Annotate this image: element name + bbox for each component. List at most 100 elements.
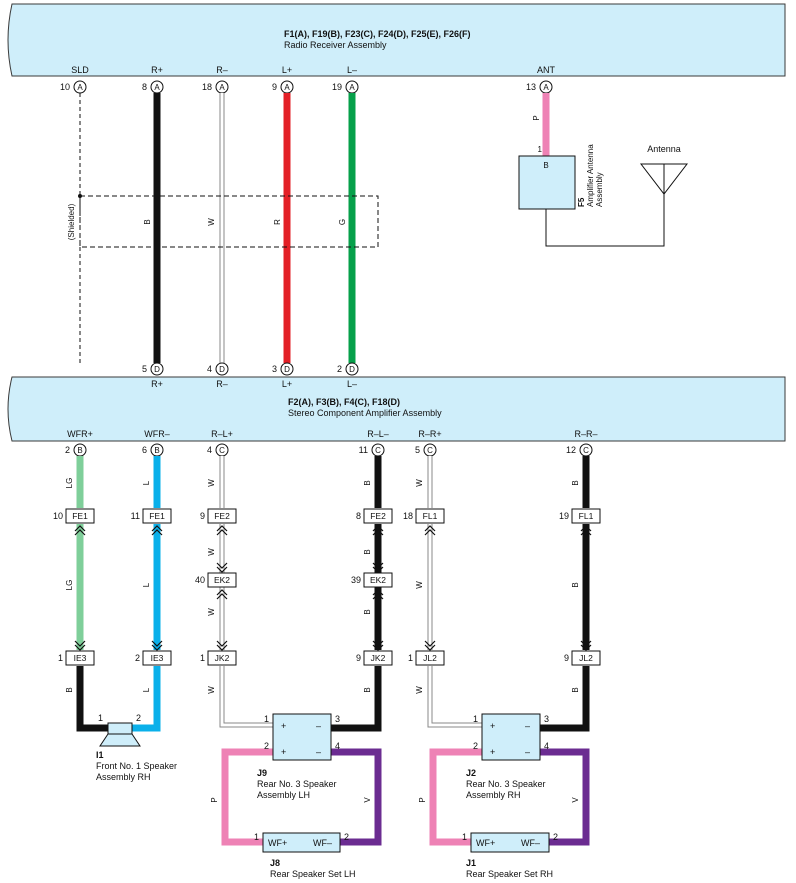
junction-num: 19 bbox=[559, 511, 569, 521]
wire-color-label: B bbox=[571, 687, 580, 692]
pin-label: L– bbox=[347, 379, 357, 389]
chevron-down-icon bbox=[151, 640, 163, 651]
wire-white-group bbox=[427, 456, 482, 728]
pin-label: R–L+ bbox=[211, 429, 233, 439]
wire-color-label: W bbox=[207, 479, 216, 487]
wire-color-label: L bbox=[142, 687, 151, 692]
pin-num: 2 bbox=[344, 832, 349, 842]
chevron-up-icon bbox=[74, 525, 86, 536]
pin-num: 3 bbox=[272, 364, 277, 374]
pin-letter: A bbox=[543, 83, 549, 92]
speaker-name: Rear Speaker Set RH bbox=[466, 869, 553, 879]
chevron-up-icon bbox=[424, 525, 436, 536]
pin-num: 4 bbox=[335, 741, 340, 751]
speaker-code: J8 bbox=[270, 858, 280, 868]
speaker-set-box bbox=[470, 832, 550, 853]
pin-label: WFR– bbox=[144, 429, 170, 439]
wire-color-label: B bbox=[363, 609, 372, 614]
junction-num: 9 bbox=[200, 511, 205, 521]
speaker-box bbox=[481, 713, 541, 761]
junction-code: JK2 bbox=[215, 653, 230, 663]
pin-num: 6 bbox=[142, 445, 147, 455]
pin-num: 4 bbox=[544, 741, 549, 751]
polarity: + bbox=[490, 721, 495, 731]
wire-color-label: B bbox=[363, 549, 372, 554]
polarity: – bbox=[316, 747, 321, 757]
junction-connectors: 10 FE1 11 FE1 9 FE2 8 FE2 18 FL1 19 FL1 … bbox=[53, 508, 601, 666]
wire-pink bbox=[429, 748, 482, 846]
pin-letter: B bbox=[543, 161, 548, 170]
junction-box bbox=[571, 650, 601, 666]
chevron-up-icon bbox=[372, 525, 384, 536]
chevron-down-icon bbox=[216, 562, 228, 573]
wire-color-label: P bbox=[418, 797, 427, 802]
speaker-icon bbox=[107, 722, 133, 735]
pin-circle bbox=[280, 362, 294, 376]
pin-label: R– bbox=[216, 379, 228, 389]
pin-num: 4 bbox=[207, 364, 212, 374]
polarity: + bbox=[490, 747, 495, 757]
pin-letter: A bbox=[219, 83, 225, 92]
junction-num: 8 bbox=[356, 511, 361, 521]
chevron-down-icon bbox=[372, 640, 384, 651]
speaker-set-j1: 1 2 WF+ WF– J1 Rear Speaker Set RH bbox=[462, 832, 558, 879]
pin-num: 5 bbox=[415, 445, 420, 455]
amplifier-panel: R+ R– L+ L– F2(A), F3(B), F4(C), F18(D) … bbox=[7, 376, 786, 442]
pin-label-ant: ANT bbox=[537, 65, 556, 75]
junction-box bbox=[415, 650, 445, 666]
junction-box bbox=[207, 572, 237, 588]
speaker-name: Assembly RH bbox=[96, 772, 151, 782]
shield-box bbox=[79, 195, 379, 248]
junction-box bbox=[207, 508, 237, 524]
junction-box bbox=[363, 650, 393, 666]
pin-label: WFR+ bbox=[67, 429, 93, 439]
shield-label: (Shielded) bbox=[67, 203, 76, 240]
pin-num: 18 bbox=[202, 82, 212, 92]
wire-white-group bbox=[219, 456, 273, 728]
pin-num: 10 bbox=[60, 82, 70, 92]
pin-num: 2 bbox=[136, 713, 141, 723]
junction-code: FE2 bbox=[214, 511, 230, 521]
junction-code: EK2 bbox=[370, 575, 386, 585]
wire-color-label: B bbox=[363, 687, 372, 692]
junction-box bbox=[65, 650, 95, 666]
pin-circle bbox=[215, 362, 229, 376]
pin-num: 2 bbox=[473, 741, 478, 751]
wire-color-label: W bbox=[415, 686, 424, 694]
pin-circle bbox=[150, 362, 164, 376]
wire-black bbox=[331, 666, 382, 732]
speaker-name: Front No. 1 Speaker bbox=[96, 761, 177, 771]
chevron-down-icon bbox=[424, 640, 436, 651]
junction-num: 40 bbox=[195, 575, 205, 585]
pin-num: 13 bbox=[526, 82, 536, 92]
wire-violet bbox=[540, 748, 590, 846]
pin-letter: C bbox=[219, 446, 225, 455]
pin-num: 2 bbox=[553, 832, 558, 842]
speaker-set-j8: 1 2 WF+ WF– J8 Rear Speaker Set LH bbox=[254, 832, 356, 879]
junction-code: JL2 bbox=[579, 653, 593, 663]
junction-num: 2 bbox=[135, 653, 140, 663]
junction-code: JL2 bbox=[423, 653, 437, 663]
speaker-code: J1 bbox=[466, 858, 476, 868]
junction-num: 1 bbox=[58, 653, 63, 663]
pin-label: R–R– bbox=[574, 429, 597, 439]
pin-letter: D bbox=[219, 365, 225, 374]
polarity: + bbox=[281, 747, 286, 757]
wire-pink bbox=[221, 748, 273, 846]
junction-box bbox=[142, 650, 172, 666]
pin-label-sld: SLD bbox=[71, 65, 89, 75]
wire-black bbox=[540, 666, 590, 732]
wire-color-label: B bbox=[363, 480, 372, 485]
antenna-ground-line bbox=[545, 193, 665, 247]
pin-label: R+ bbox=[151, 379, 163, 389]
speaker-name: Assembly LH bbox=[257, 790, 310, 800]
junction-code: FE1 bbox=[149, 511, 165, 521]
pin-letter: C bbox=[375, 446, 381, 455]
wire-color-label: W bbox=[207, 686, 216, 694]
junction-box bbox=[142, 508, 172, 524]
wire-color-label: LG bbox=[65, 580, 74, 591]
terminal-label: WF– bbox=[521, 838, 540, 848]
pin-num: 12 bbox=[566, 445, 576, 455]
chevron-up-icon bbox=[151, 525, 163, 536]
radio-pins: SLD 10 A R+ 8 A R– 18 A L+ 9 A L– 19 A A… bbox=[60, 65, 556, 94]
